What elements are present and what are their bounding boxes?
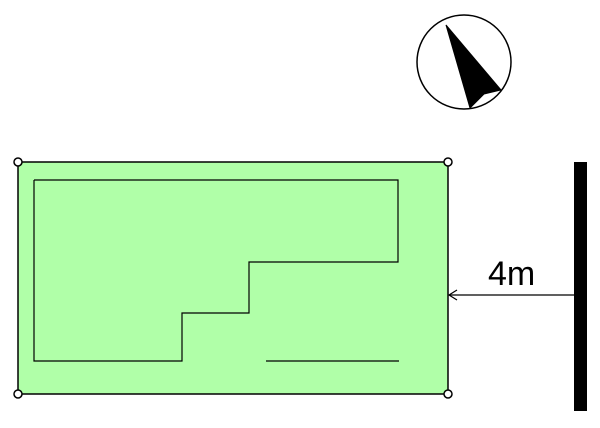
setback-label: 4m — [488, 255, 535, 293]
corner-marker-top-left — [13, 157, 23, 167]
corner-marker-bottom-right — [443, 389, 453, 399]
north-arrow-icon — [445, 24, 502, 109]
road-boundary — [574, 162, 587, 411]
corner-marker-bottom-left — [13, 389, 23, 399]
corner-marker-top-right — [443, 157, 453, 167]
north-arrow — [416, 14, 512, 110]
setback-dimension: 4m — [447, 255, 574, 301]
setback-arrowhead — [447, 289, 458, 301]
building-outline — [33, 179, 399, 362]
lot-area — [17, 161, 449, 395]
